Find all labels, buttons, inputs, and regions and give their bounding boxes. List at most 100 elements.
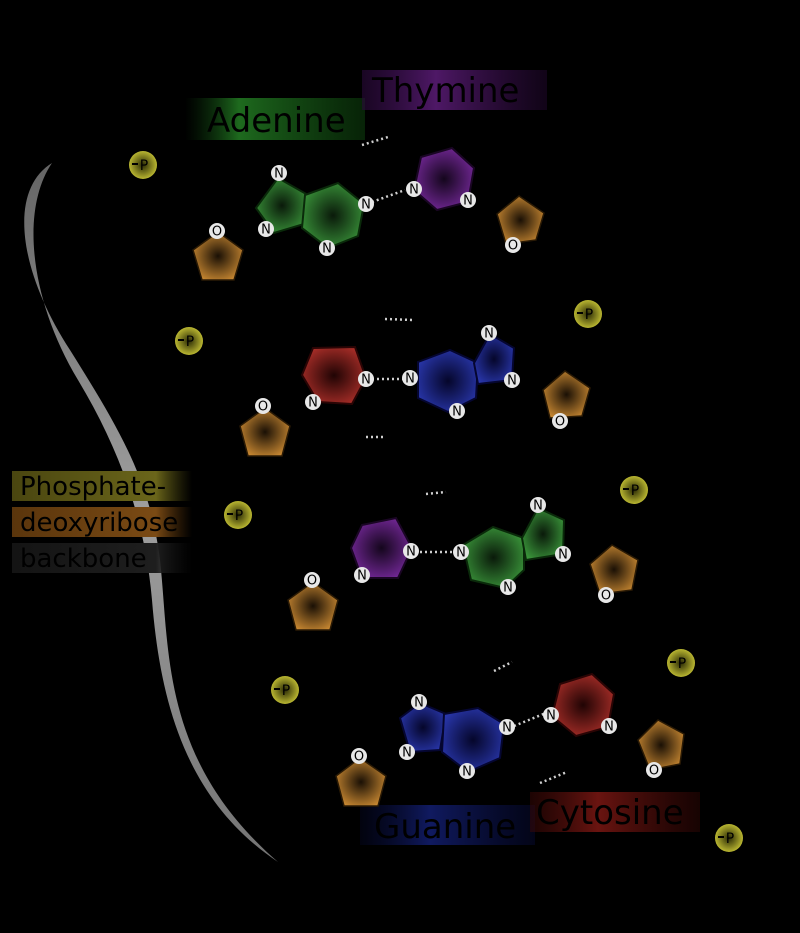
nitrogen-atom-17: N xyxy=(555,546,571,563)
sugar-6 xyxy=(589,544,639,595)
thymine-label: Thymine xyxy=(362,70,547,111)
nitrogen-atom-4: N xyxy=(319,240,335,257)
cytosine-base-pair2 xyxy=(300,345,368,406)
nitrogen-atom-18: N xyxy=(500,579,516,596)
phosphate-group-3: P xyxy=(175,327,203,355)
nitrogen-atom-3-label: N xyxy=(361,198,371,213)
nitrogen-atom-11-label: N xyxy=(507,374,517,389)
phosphate-group-8: P xyxy=(715,824,743,852)
nitrogen-atom-5: N xyxy=(406,181,422,198)
oxygen-atom-3-label: O xyxy=(258,400,268,415)
oxygen-atom-7: O xyxy=(351,748,367,765)
nitrogen-atom-7-label: N xyxy=(361,373,371,388)
oxygen-atom-5-label: O xyxy=(307,574,317,589)
nitrogen-atom-24-label: N xyxy=(604,720,614,735)
nitrogen-atom-3: N xyxy=(358,196,374,213)
backbone-label-line1: Phosphate- xyxy=(20,472,166,502)
nitrogen-atom-9-label: N xyxy=(405,372,415,387)
nitrogen-atom-2: N xyxy=(258,221,274,238)
backbone-label: Phosphate- deoxyribose backbone xyxy=(12,471,192,574)
phosphate-label-1: P xyxy=(140,158,148,174)
cytosine-label-text: Cytosine xyxy=(536,793,684,833)
nitrogen-atom-22-label: N xyxy=(462,765,472,780)
phosphate-label-3: P xyxy=(186,334,194,350)
adenine-label: Adenine xyxy=(185,98,365,141)
oxygen-atom-7-label: O xyxy=(354,750,364,765)
nitrogen-atom-2-label: N xyxy=(261,223,271,238)
oxygen-atom-5: O xyxy=(304,572,320,589)
guanine-label-text: Guanine xyxy=(374,807,516,847)
oxygen-atom-8: O xyxy=(646,762,662,779)
oxygen-atom-4-label: O xyxy=(555,415,565,430)
nitrogen-atom-15-label: N xyxy=(456,546,466,561)
nitrogen-atom-1: N xyxy=(271,165,287,182)
phosphate-label-4: P xyxy=(631,483,639,499)
phosphate-group-4: P xyxy=(620,476,648,504)
oxygen-atom-6: O xyxy=(598,587,614,604)
nitrogen-atom-5-label: N xyxy=(409,183,419,198)
nitrogen-atom-10: N xyxy=(481,325,497,342)
nitrogen-atom-20: N xyxy=(399,744,415,761)
phosphate-label-7: P xyxy=(282,683,290,699)
oxygen-atom-2-label: O xyxy=(508,239,518,254)
nitrogen-atom-14-label: N xyxy=(357,569,367,584)
phosphate-groups: P P P P P P P P xyxy=(129,151,743,852)
thymine-base-pair3 xyxy=(349,516,414,579)
guanine-base-pair2 xyxy=(417,332,516,414)
sugar-3 xyxy=(239,407,291,457)
sugar-5 xyxy=(287,581,339,631)
adenine-label-text: Adenine xyxy=(207,101,346,141)
phosphate-label-6: P xyxy=(678,656,686,672)
phosphate-group-5: P xyxy=(224,501,252,529)
oxygen-atom-2: O xyxy=(505,237,521,254)
backbone-label-line2: deoxyribose xyxy=(20,508,178,538)
sugar-1 xyxy=(192,231,244,281)
nitrogen-atom-21-label: N xyxy=(502,721,512,736)
nitrogen-atom-8: N xyxy=(305,394,321,411)
nitrogen-atom-20-label: N xyxy=(402,746,412,761)
deoxyribose-sugars xyxy=(192,195,685,807)
nitrogen-atom-13: N xyxy=(403,543,419,560)
sugar-4 xyxy=(542,370,591,419)
nitrogen-atom-23: N xyxy=(543,707,559,724)
oxygen-atom-3: O xyxy=(255,398,271,415)
backbone-label-line3: backbone xyxy=(20,544,147,574)
nitrogen-atom-13-label: N xyxy=(406,545,416,560)
oxygen-atom-8-label: O xyxy=(649,764,659,779)
nitrogen-atom-6: N xyxy=(460,192,476,209)
nitrogen-atom-16-label: N xyxy=(533,499,543,514)
nitrogen-atom-22: N xyxy=(459,763,475,780)
nitrogen-atom-6-label: N xyxy=(463,194,473,209)
sugar-7 xyxy=(335,757,387,807)
nitrogen-atom-9: N xyxy=(402,370,418,387)
nitrogen-atom-7: N xyxy=(358,371,374,388)
nitrogen-atoms: N N N N N N N N N N N N N N N N N N N N N N N N xyxy=(258,165,617,780)
nitrogen-atom-4-label: N xyxy=(322,242,332,257)
phosphate-group-2: P xyxy=(574,300,602,328)
nitrogen-atom-19-label: N xyxy=(414,696,424,711)
oxygen-atoms: O O O O O O O O xyxy=(209,223,662,779)
thymine-label-text: Thymine xyxy=(371,71,519,111)
nitrogen-atom-10-label: N xyxy=(484,327,494,342)
nitrogen-atom-14: N xyxy=(354,567,370,584)
nitrogen-atom-11: N xyxy=(504,372,520,389)
phosphate-group-1: P xyxy=(129,151,157,179)
sugar-2 xyxy=(496,195,545,245)
nitrogen-atom-8-label: N xyxy=(308,396,318,411)
oxygen-atom-4: O xyxy=(552,413,568,430)
cytosine-label: Cytosine xyxy=(530,792,700,833)
phosphate-group-6: P xyxy=(667,649,695,677)
nitrogen-atom-19: N xyxy=(411,694,427,711)
nitrogen-atom-17-label: N xyxy=(558,548,568,563)
phosphate-label-5: P xyxy=(235,508,243,524)
adenine-base-pair3 xyxy=(461,506,566,590)
guanine-base-pair4 xyxy=(398,701,506,774)
nitrogen-atom-21: N xyxy=(499,719,515,736)
nitrogen-atom-24: N xyxy=(601,718,617,735)
adenine-base-pair1 xyxy=(254,176,366,250)
sugar-8 xyxy=(637,719,685,771)
nitrogen-atom-12-label: N xyxy=(452,405,462,420)
oxygen-atom-1-label: O xyxy=(212,225,222,240)
nitrogen-atom-16: N xyxy=(530,497,546,514)
guanine-label: Guanine xyxy=(360,805,535,847)
